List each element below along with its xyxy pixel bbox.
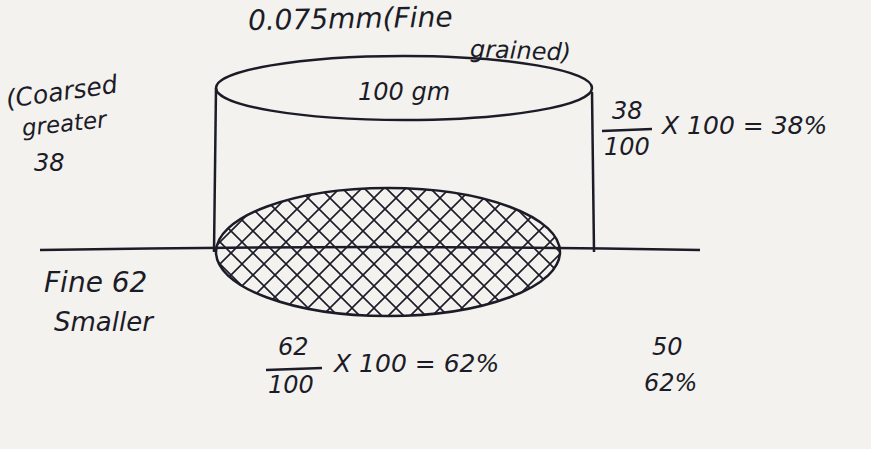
sample-weight: 100 gm [358,78,450,106]
fraction-numerator: 62 [278,334,309,360]
side-note: 62% [644,370,697,396]
coarse-note: greater [21,107,108,141]
percent-result: X 100 = 62% [334,350,499,378]
side-note: 50 [652,334,683,360]
sample-ellipse: 100 gm [344,72,464,112]
coarse-mass: 38 [34,150,65,176]
sieve-size: 0.075mm(Fine [248,2,453,36]
fine-note: Fine 62 [44,268,147,299]
fine-note: Smaller [54,308,153,337]
sieve-size: grained) [470,36,572,66]
fraction-denominator: 100 [604,134,650,160]
fraction-denominator: 100 [268,372,314,398]
percent-result: X 100 = 38% [662,112,827,140]
fraction-numerator: 38 [612,98,643,124]
